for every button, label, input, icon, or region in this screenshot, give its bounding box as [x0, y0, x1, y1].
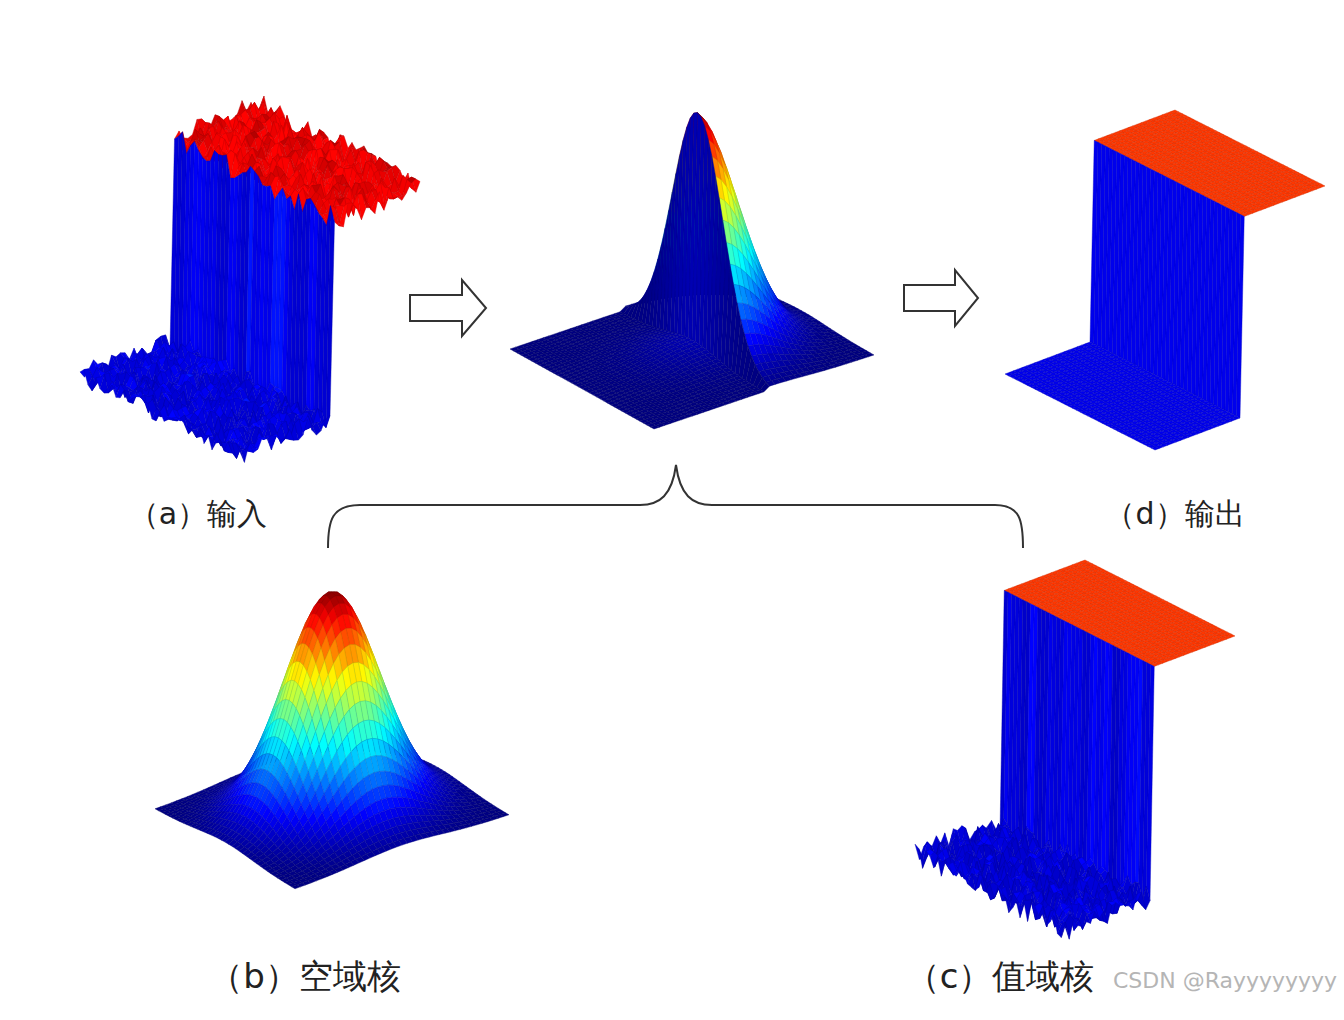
surface-plot — [80, 96, 420, 462]
surface-plot — [510, 113, 874, 429]
